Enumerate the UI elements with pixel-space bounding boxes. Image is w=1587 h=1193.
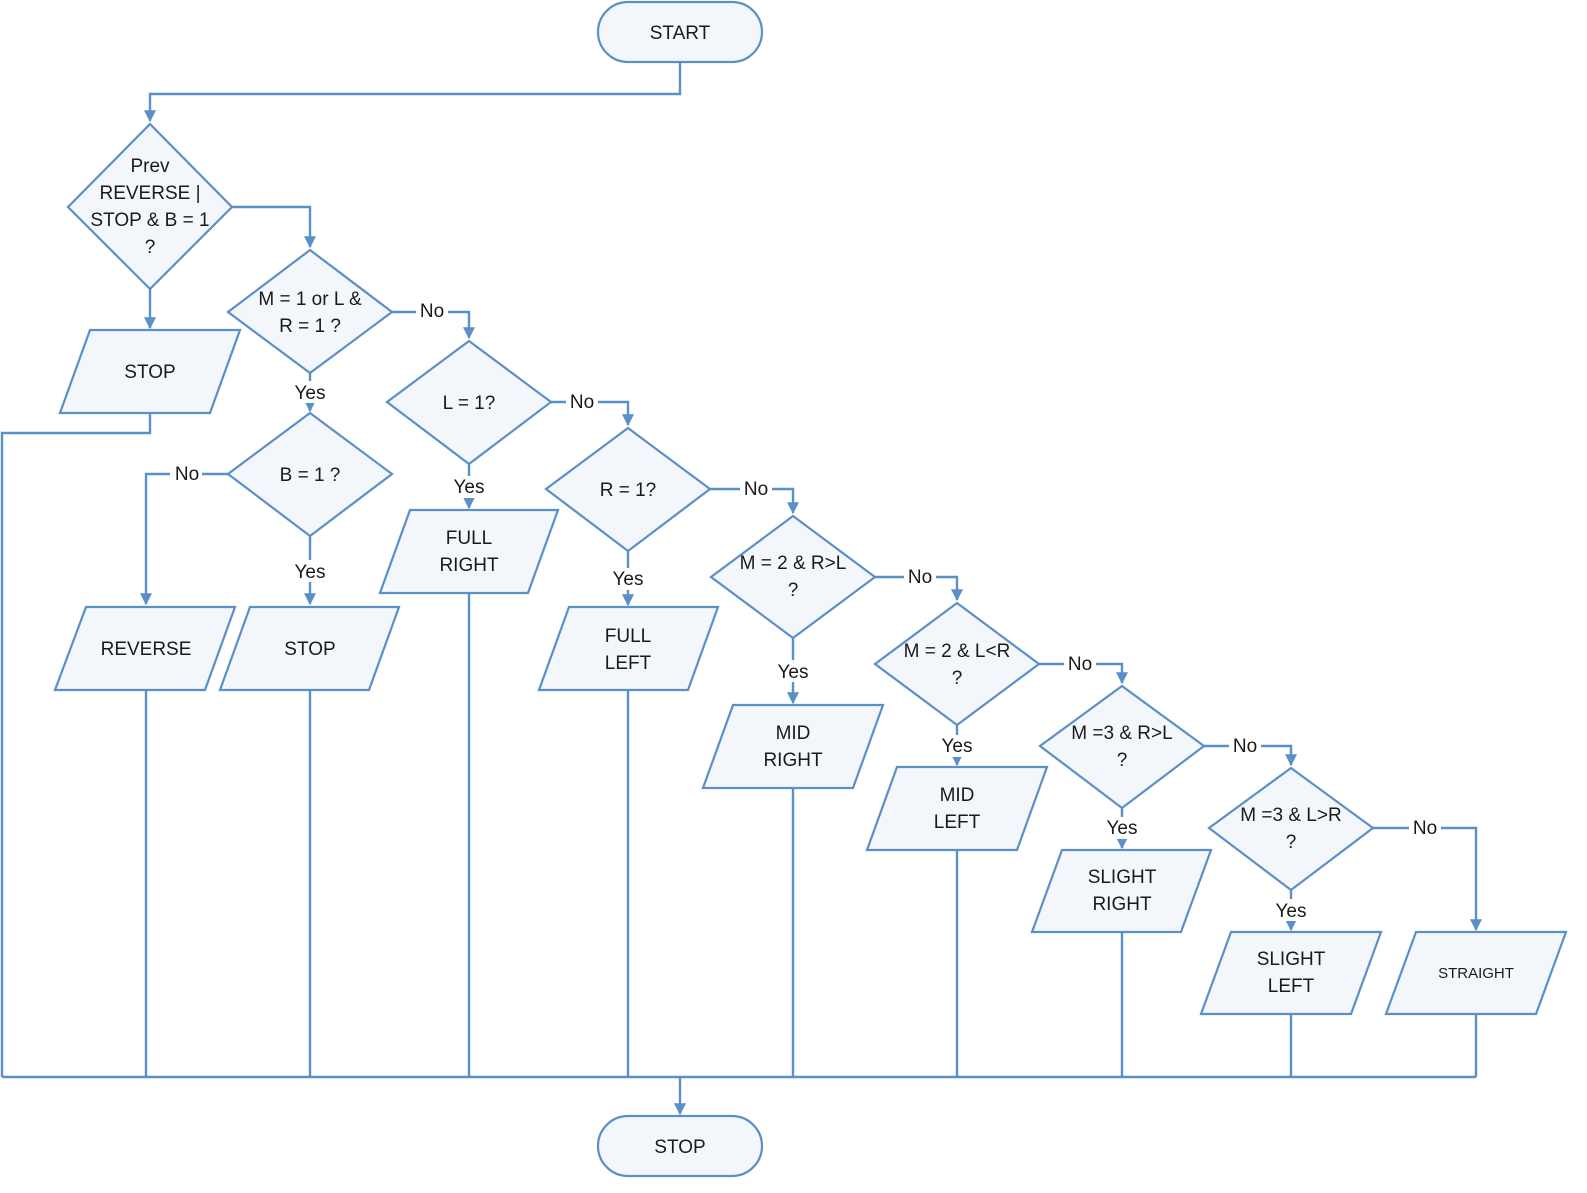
label-b1-yes: Yes	[295, 562, 326, 583]
start-label: START	[650, 23, 711, 44]
decision-m2-rl: M = 2 & R>L ?	[709, 514, 877, 640]
label-m3lr-yes: Yes	[1276, 901, 1307, 922]
action-stop-2: STOP	[218, 605, 401, 692]
action-slight-left-line2: LEFT	[1268, 976, 1315, 997]
decision-prev-line4: ?	[145, 237, 156, 258]
edge-m2rl-no-to-m2lr	[875, 575, 963, 602]
action-mid-right: MID RIGHT	[701, 703, 885, 790]
action-mid-right-line1: MID	[776, 723, 811, 744]
action-reverse: REVERSE	[53, 605, 237, 692]
decision-m3-rl-line1: M =3 & R>L	[1071, 723, 1172, 744]
decision-m3-rl-line2: ?	[1117, 750, 1128, 771]
action-full-left-line2: LEFT	[605, 653, 652, 674]
decision-prev-line2: REVERSE |	[99, 183, 200, 204]
decision-m2-lr: M = 2 & L<R ?	[873, 601, 1041, 727]
decision-m2-rl-line2: ?	[788, 580, 799, 601]
decision-m1-line2: R = 1 ?	[279, 316, 341, 337]
action-full-right-line1: FULL	[446, 528, 492, 549]
start-terminator: START	[596, 0, 764, 64]
action-slight-left: SLIGHT LEFT	[1199, 930, 1383, 1016]
label-b1-no: No	[175, 464, 199, 485]
edge-b1-no-to-reverse	[140, 472, 228, 606]
decision-l1-label: L = 1?	[443, 393, 496, 414]
label-m3rl-no: No	[1233, 736, 1257, 757]
action-full-left: FULL LEFT	[537, 605, 720, 692]
decision-m1-line1: M = 1 or L &	[258, 289, 362, 310]
decision-m1: M = 1 or L & R = 1 ?	[226, 248, 394, 375]
edge-r1-no-to-m2rl	[710, 487, 799, 515]
label-m1-yes: Yes	[295, 383, 326, 404]
action-slight-left-line1: SLIGHT	[1257, 949, 1326, 970]
decision-prev-line1: Prev	[130, 156, 170, 177]
end-label: STOP	[654, 1137, 705, 1158]
decision-r1-label: R = 1?	[600, 480, 657, 501]
decision-m2-rl-line1: M = 2 & R>L	[740, 553, 847, 574]
action-slight-right-line2: RIGHT	[1092, 894, 1152, 915]
decision-b1: B = 1 ?	[226, 411, 394, 538]
action-stop-2-label: STOP	[284, 639, 335, 660]
action-full-left-line1: FULL	[605, 626, 651, 647]
decision-r1: R = 1?	[544, 426, 712, 553]
action-mid-left-line2: LEFT	[934, 812, 981, 833]
action-mid-left: MID LEFT	[865, 765, 1049, 852]
decision-m2-lr-line2: ?	[952, 668, 963, 689]
action-reverse-label: REVERSE	[101, 639, 192, 660]
label-m2rl-no: No	[908, 567, 932, 588]
action-mid-left-line1: MID	[940, 785, 975, 806]
edge-m3lr-no-to-straight	[1373, 826, 1482, 932]
decision-prev-line3: STOP & B = 1	[90, 210, 209, 231]
action-mid-right-line2: RIGHT	[763, 750, 823, 771]
action-full-right: FULL RIGHT	[378, 508, 560, 595]
decision-m2-lr-line1: M = 2 & L<R	[904, 641, 1011, 662]
label-m1-no: No	[420, 301, 444, 322]
edge-labels: Yes No No Yes Yes No Yes No Yes No Yes N…	[170, 300, 1441, 922]
decision-m3-rl: M =3 & R>L ?	[1038, 684, 1206, 810]
nodes: START Prev REVERSE | STOP & B = 1 ? STOP…	[53, 0, 1568, 1178]
action-slight-right-line1: SLIGHT	[1088, 867, 1157, 888]
label-l1-yes: Yes	[454, 477, 485, 498]
label-m2lr-no: No	[1068, 654, 1092, 675]
label-r1-yes: Yes	[613, 569, 644, 590]
decision-l1: L = 1?	[385, 339, 553, 466]
decision-m3-lr-line2: ?	[1286, 832, 1297, 853]
label-m3rl-yes: Yes	[1107, 818, 1138, 839]
action-full-right-line2: RIGHT	[439, 555, 499, 576]
action-straight: STRAIGHT	[1384, 930, 1568, 1016]
label-m2lr-yes: Yes	[942, 736, 973, 757]
decision-m3-lr-line1: M =3 & L>R	[1240, 805, 1341, 826]
label-r1-no: No	[744, 479, 768, 500]
end-terminator: STOP	[596, 1114, 764, 1178]
action-slight-right: SLIGHT RIGHT	[1030, 848, 1213, 934]
action-stop-1-label: STOP	[124, 362, 175, 383]
decision-m3-lr: M =3 & L>R ?	[1207, 766, 1375, 892]
action-stop-1: STOP	[58, 328, 242, 415]
label-m2rl-yes: Yes	[778, 662, 809, 683]
decision-prev-reverse-stop: Prev REVERSE | STOP & B = 1 ?	[66, 122, 234, 291]
decision-b1-label: B = 1 ?	[280, 465, 341, 486]
action-straight-label: STRAIGHT	[1438, 965, 1514, 982]
label-m3lr-no: No	[1413, 818, 1437, 839]
label-l1-no: No	[570, 392, 594, 413]
edge-prev-to-m1	[232, 205, 316, 249]
edge-start-to-prev	[144, 62, 682, 123]
edge-stop1-to-bus	[0, 413, 152, 1077]
